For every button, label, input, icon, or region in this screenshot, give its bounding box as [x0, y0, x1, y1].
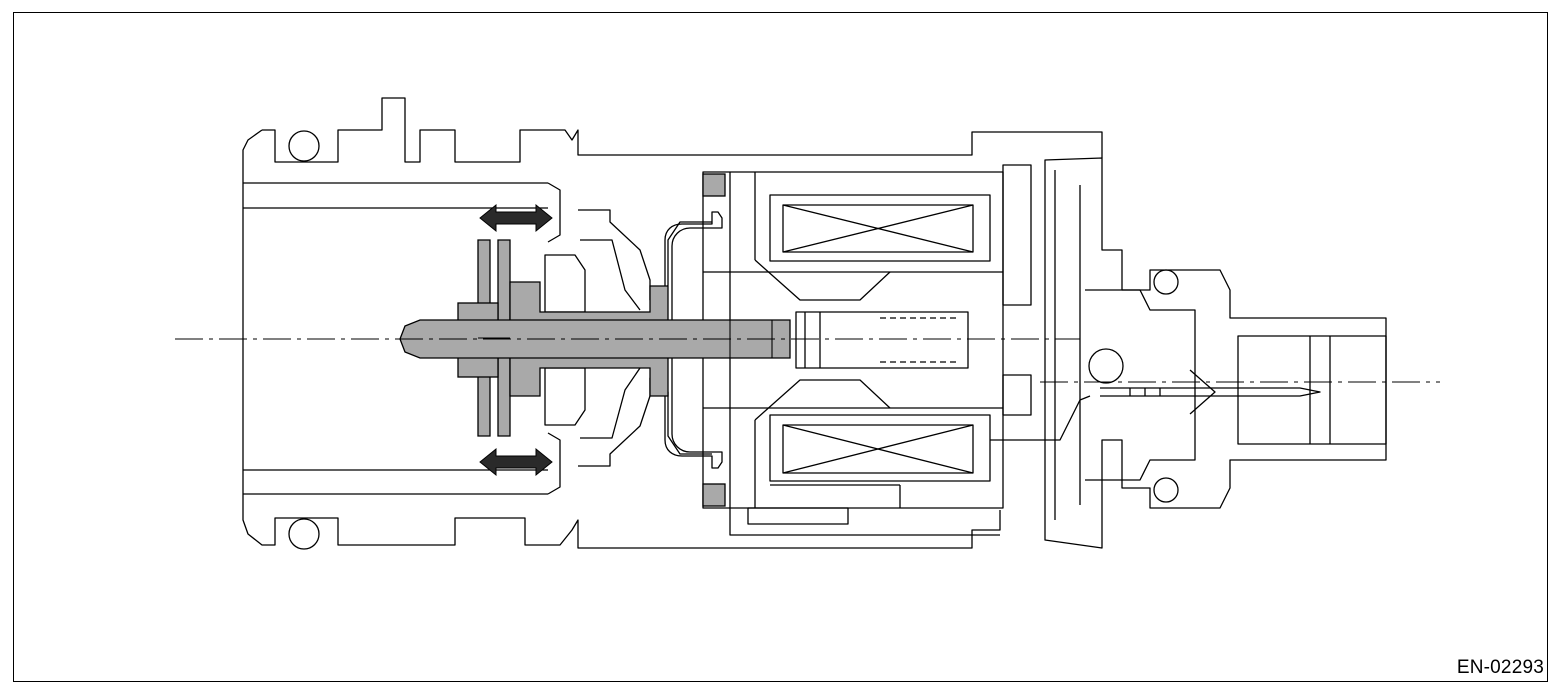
- figure-code: EN-02293: [1456, 657, 1544, 678]
- diaphragm-lower: [664, 345, 723, 469]
- seat-block-top: [544, 254, 586, 313]
- o-ring-bottom-left: [288, 518, 320, 550]
- seat-taper-bottom: [580, 367, 641, 439]
- bore-step-top: [547, 182, 561, 243]
- end-plate: [990, 157, 1387, 549]
- coil-upper-bobbin: [769, 194, 991, 262]
- seat-lower: [578, 377, 712, 467]
- connector-cavity: [1085, 289, 1196, 481]
- double-arrow-icon: [479, 447, 553, 477]
- terminal-plate: [747, 507, 849, 525]
- double-arrow-icon: [479, 203, 553, 233]
- plunger: [754, 259, 969, 421]
- o-ring-top-right: [1153, 269, 1179, 295]
- housing-top-outline: [262, 97, 1103, 163]
- o-ring-top-left: [288, 130, 320, 162]
- coil-lower: [782, 424, 974, 474]
- seat-block-bottom: [544, 367, 586, 426]
- lead-wire: [990, 395, 1091, 441]
- check-ball: [1088, 348, 1124, 384]
- plunger-body: [795, 311, 969, 369]
- coil-lower-bobbin: [769, 414, 991, 482]
- diagram-frame: [13, 12, 1548, 682]
- diaphragm: [664, 211, 723, 469]
- coil-upper-cross-b: [782, 204, 974, 253]
- pole-piece-top: [754, 259, 891, 301]
- outer-housing: [242, 97, 1103, 549]
- coil-lower-cross-b: [782, 424, 974, 474]
- pole-piece-bottom: [754, 379, 891, 421]
- o-ring-bottom-right: [1153, 477, 1179, 503]
- valve-poppet-assembly: [399, 173, 791, 507]
- connector-body-outline: [1044, 157, 1387, 549]
- pin-taper: [1189, 369, 1216, 415]
- end-plate-lower: [1002, 374, 1032, 416]
- bore-step-bottom: [547, 432, 561, 495]
- connector-socket: [1237, 335, 1387, 445]
- coils: [769, 194, 991, 482]
- coil-upper: [782, 204, 974, 253]
- motion-arrows: [479, 203, 553, 477]
- centerlines: [175, 338, 1440, 383]
- housing-bottom-outline: [242, 129, 1001, 549]
- diaphragm-upper: [664, 211, 723, 345]
- case-bottom-rim: [729, 508, 1000, 536]
- shim-top: [702, 173, 726, 197]
- terminal-pin: [1100, 387, 1321, 397]
- seat-taper-top: [580, 239, 641, 311]
- end-plate-upper: [1002, 164, 1032, 306]
- shim-bottom: [702, 483, 726, 507]
